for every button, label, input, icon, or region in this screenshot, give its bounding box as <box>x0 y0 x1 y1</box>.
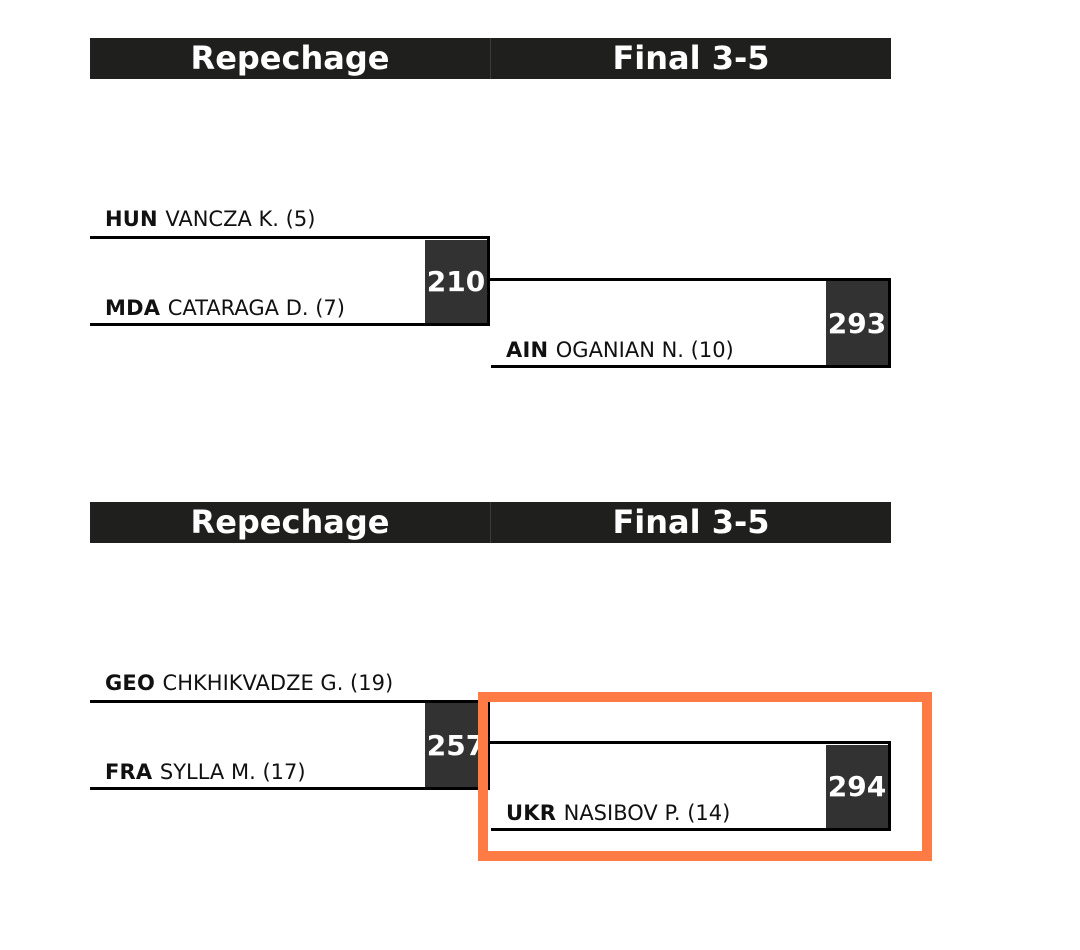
bracket-line <box>90 236 490 239</box>
bracket-line <box>888 278 891 368</box>
competitor-bottom[interactable]: UKR NASIBOV P. (14) <box>506 801 730 825</box>
header-repechage: Repechage <box>90 502 490 543</box>
bracket-line <box>491 828 891 831</box>
bracket-line <box>90 787 490 790</box>
competitor-name: SYLLA M. (17) <box>159 760 306 784</box>
header-final: Final 3-5 <box>491 38 891 79</box>
country-code: HUN <box>105 207 166 231</box>
bracket-line <box>888 741 891 831</box>
bracket-line <box>491 365 891 368</box>
match-number-box[interactable]: 293 <box>826 281 888 365</box>
competitor-top[interactable]: HUN VANCZA K. (5) <box>105 207 315 231</box>
selection-highlight <box>478 692 932 861</box>
bracket-line <box>487 236 490 326</box>
country-code: FRA <box>105 760 160 784</box>
competitor-name: VANCZA K. (5) <box>165 207 316 231</box>
country-code: AIN <box>506 338 556 362</box>
match-number-box[interactable]: 210 <box>425 240 487 323</box>
bracket-line <box>90 700 490 703</box>
bracket-line <box>490 741 891 744</box>
header-divider <box>490 38 491 79</box>
competitor-name: CHKHIKVADZE G. (19) <box>162 671 394 695</box>
competitor-name: CATARAGA D. (7) <box>167 296 345 320</box>
competitor-bottom[interactable]: FRA SYLLA M. (17) <box>105 760 306 784</box>
competitor-name: OGANIAN N. (10) <box>555 338 734 362</box>
header-divider <box>490 502 491 543</box>
match-number-box[interactable]: 294 <box>826 745 888 828</box>
bracket-line <box>90 323 490 326</box>
match-number-box[interactable]: 257 <box>425 703 487 787</box>
bracket-line <box>490 278 891 281</box>
header-final: Final 3-5 <box>491 502 891 543</box>
competitor-bottom[interactable]: AIN OGANIAN N. (10) <box>506 338 734 362</box>
country-code: MDA <box>105 296 168 320</box>
bracket-line <box>487 700 490 790</box>
country-code: GEO <box>105 671 163 695</box>
header-repechage: Repechage <box>90 38 490 79</box>
competitor-top[interactable]: GEO CHKHIKVADZE G. (19) <box>105 671 393 695</box>
competitor-name: NASIBOV P. (14) <box>563 801 731 825</box>
competitor-bottom[interactable]: MDA CATARAGA D. (7) <box>105 296 345 320</box>
country-code: UKR <box>506 801 564 825</box>
